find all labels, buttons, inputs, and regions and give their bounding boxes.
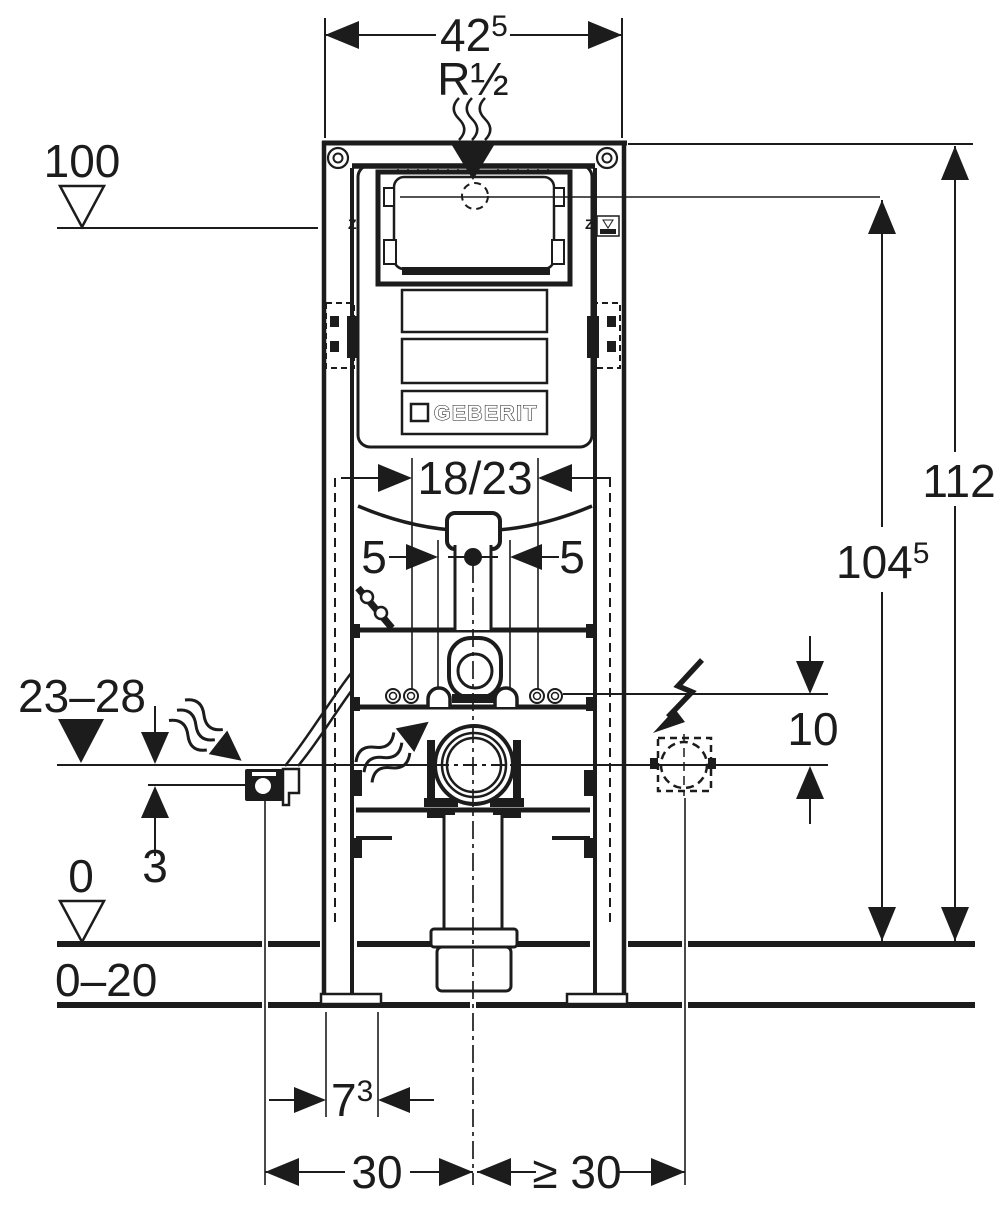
water-flow-icon [452, 97, 466, 141]
dimension-top-width [324, 18, 623, 138]
dimension-foot-depth-7-3 [269, 1012, 434, 1117]
screw-icon [595, 146, 619, 170]
foot-plate-left [319, 992, 383, 1006]
cistern-slot [400, 337, 549, 385]
service-sticker [596, 215, 620, 237]
supply-to-valve-arrow [168, 698, 242, 761]
dimension-socket-offset-10 [796, 636, 824, 824]
electrical-connection [563, 658, 828, 796]
label-fixing-spacing: 18/23 [417, 452, 532, 504]
label-top-width: 425 [440, 9, 508, 61]
label-distance-right: ≥ 30 [532, 1146, 621, 1198]
level-line-outlet [57, 719, 828, 766]
label-valve-drop: 3 [142, 840, 168, 892]
floor-lines [57, 941, 975, 1008]
level-line-100 [57, 184, 318, 230]
flush-elbow-fitting [447, 636, 503, 703]
flush-pipe-connector [445, 511, 502, 551]
dimension-total-height-112 [627, 143, 973, 941]
lightning-icon [666, 658, 705, 719]
label-level-zero: 0 [68, 850, 94, 902]
brand-logo: GEBERIT [434, 402, 538, 425]
rail-tabs [353, 624, 593, 858]
label-floor-buildup: 0–20 [55, 954, 157, 1006]
water-supply-connection [400, 97, 880, 210]
stop-valve-box [245, 767, 301, 807]
label-bend-height: 1045 [836, 536, 929, 588]
floor-drain-socket [429, 927, 519, 993]
level-marker-open-icon [57, 184, 107, 230]
cistern-slot [400, 288, 549, 334]
supply-pipe [284, 671, 353, 767]
supply-point-dashed-circle [461, 182, 489, 210]
label-offset-left: 5 [361, 531, 387, 583]
opening-bottom-plate [402, 267, 550, 275]
wall-bracket-right [587, 302, 621, 369]
water-arrow-icon [208, 730, 242, 761]
stamp-z-right: Z [585, 216, 594, 232]
water-arrow-icon [395, 721, 429, 753]
dimension-distance-min-30 [477, 798, 686, 1186]
foot-plate-right [565, 992, 629, 1006]
center-bolt-dot [464, 548, 482, 566]
wall-bracket-left [325, 302, 359, 369]
label-foot-depth: 73 [331, 1074, 373, 1126]
dimension-valve-drop-3 [141, 706, 246, 856]
dimension-distance-30 [264, 800, 473, 1186]
fixing-bolts [385, 686, 563, 707]
label-supply-thread: R½ [437, 53, 509, 105]
label-outlet-range: 23–28 [18, 670, 146, 722]
label-level-100: 100 [44, 135, 121, 187]
supply-water-arrow-icon [450, 142, 496, 180]
level-marker-filled-icon [58, 719, 104, 763]
dimension-bend-height-104-5 [868, 200, 896, 941]
screw-icon [326, 146, 350, 170]
level-marker-0 [57, 899, 107, 945]
brand-square-icon [409, 402, 430, 423]
flush-to-drain-arrow [354, 721, 429, 783]
label-socket-offset: 10 [787, 703, 838, 755]
hose-clamp [355, 585, 395, 631]
dimension-offset-5 [389, 540, 559, 688]
label-distance-left: 30 [351, 1146, 402, 1198]
stamp-z-left: Z [348, 216, 357, 232]
drain-socket [424, 724, 524, 818]
level-marker-open-icon [57, 899, 107, 945]
dimension-labels: 425 R½ 100 112 1045 18/23 5 5 23–28 10 3… [18, 9, 996, 1198]
label-offset-right: 5 [559, 531, 585, 583]
dimension-fixing-spacing [341, 458, 611, 690]
label-total-height: 112 [922, 455, 995, 507]
